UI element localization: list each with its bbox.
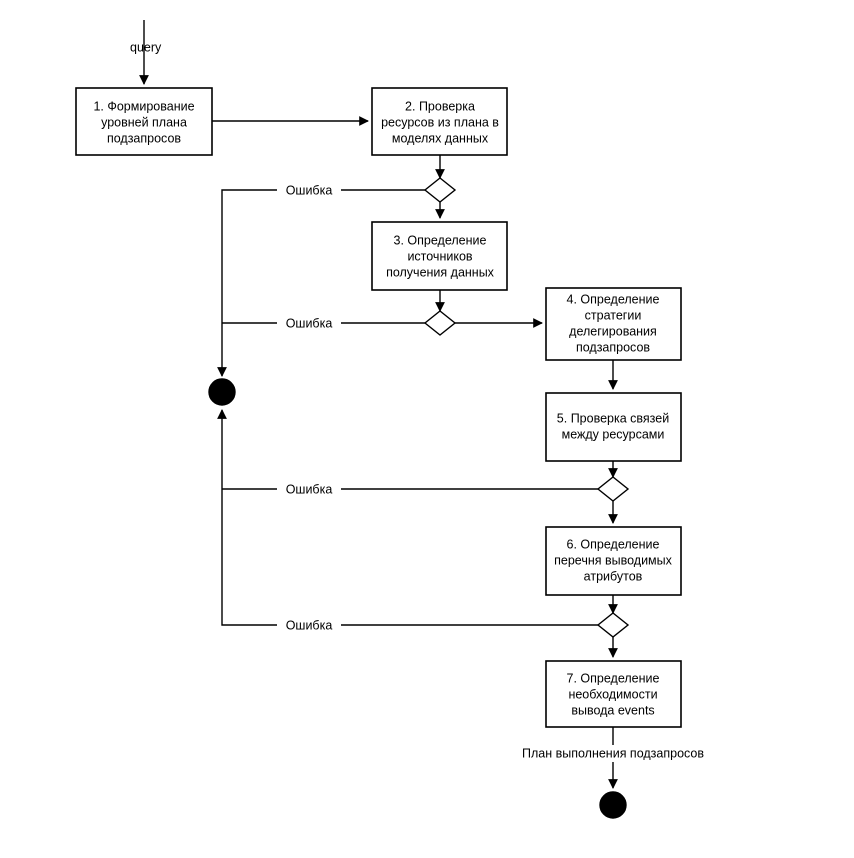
node-4-line-1: 4. Определение xyxy=(567,292,660,306)
node-7[interactable]: 7. Определение необходимости вывода even… xyxy=(545,660,682,728)
error-labels: Ошибка Ошибка Ошибка Ошибка xyxy=(277,182,341,633)
node-2-line-3: моделях данных xyxy=(392,131,489,145)
error-label-4-bg xyxy=(277,617,341,633)
node-6-line-2: перечня выводимых xyxy=(554,553,673,567)
edge-d4-error-to-rail xyxy=(217,409,598,626)
node-7-line-1: 7. Определение xyxy=(567,671,660,685)
node-2-line-2: ресурсов из плана в xyxy=(381,115,499,129)
node-6-line-3: атрибутов xyxy=(584,569,643,583)
node-4[interactable]: 4. Определение стратегии делегирования п… xyxy=(545,287,682,361)
node-4-box[interactable] xyxy=(545,287,682,361)
decision-diamond-2[interactable] xyxy=(423,310,457,336)
node-2[interactable]: 2. Проверка ресурсов из плана в моделях … xyxy=(371,87,508,156)
edges xyxy=(139,20,618,789)
node-7-line-2: необходимости xyxy=(568,687,657,701)
node-1-line-2: уровней плана xyxy=(101,115,187,129)
node-6[interactable]: 6. Определение перечня выводимых атрибут… xyxy=(545,526,682,596)
end-label-bg xyxy=(515,745,711,762)
node-7-box[interactable] xyxy=(545,660,682,728)
node-1-line-1: 1. Формирование xyxy=(93,99,194,113)
node-5-box[interactable] xyxy=(545,392,682,462)
node-2-box[interactable] xyxy=(371,87,508,156)
flow-end-node[interactable] xyxy=(599,791,627,819)
node-1[interactable]: 1. Формирование уровней плана подзапросо… xyxy=(75,87,213,156)
error-end-node[interactable] xyxy=(208,378,236,406)
node-7-line-3: вывода events xyxy=(571,703,654,717)
error-label-3-bg xyxy=(277,481,341,497)
decision-diamond-1[interactable] xyxy=(423,177,457,203)
node-5-line-2: между ресурсами xyxy=(562,427,665,441)
end-label: План выполнения подзапросов xyxy=(522,746,704,760)
node-1-box[interactable] xyxy=(75,87,213,156)
decision-diamond-4[interactable] xyxy=(596,612,630,638)
node-3-box[interactable] xyxy=(371,221,508,291)
error-label-3: Ошибка xyxy=(286,482,333,496)
node-2-line-1: 2. Проверка xyxy=(405,99,475,113)
node-6-line-1: 6. Определение xyxy=(567,537,660,551)
node-4-line-4: подзапросов xyxy=(576,340,650,354)
error-label-4: Ошибка xyxy=(286,618,333,632)
decision-diamond-3[interactable] xyxy=(596,476,630,502)
node-6-box[interactable] xyxy=(545,526,682,596)
node-3-line-3: получения данных xyxy=(386,265,495,279)
error-label-2-bg xyxy=(277,315,341,331)
node-1-line-3: подзапросов xyxy=(107,131,181,145)
node-3-line-1: 3. Определение xyxy=(394,233,487,247)
node-3[interactable]: 3. Определение источников получения данн… xyxy=(371,221,508,291)
node-5[interactable]: 5. Проверка связей между ресурсами xyxy=(545,392,682,462)
edge-d1-error-to-rail xyxy=(217,189,425,377)
node-3-line-2: источников xyxy=(407,249,472,263)
error-label-1: Ошибка xyxy=(286,183,333,197)
start-label: query xyxy=(130,40,162,54)
node-5-line-1: 5. Проверка связей xyxy=(557,411,669,425)
error-label-1-bg xyxy=(277,182,341,198)
node-4-line-3: делегирования xyxy=(569,324,657,338)
node-4-line-2: стратегии xyxy=(585,308,642,322)
error-label-2: Ошибка xyxy=(286,316,333,330)
